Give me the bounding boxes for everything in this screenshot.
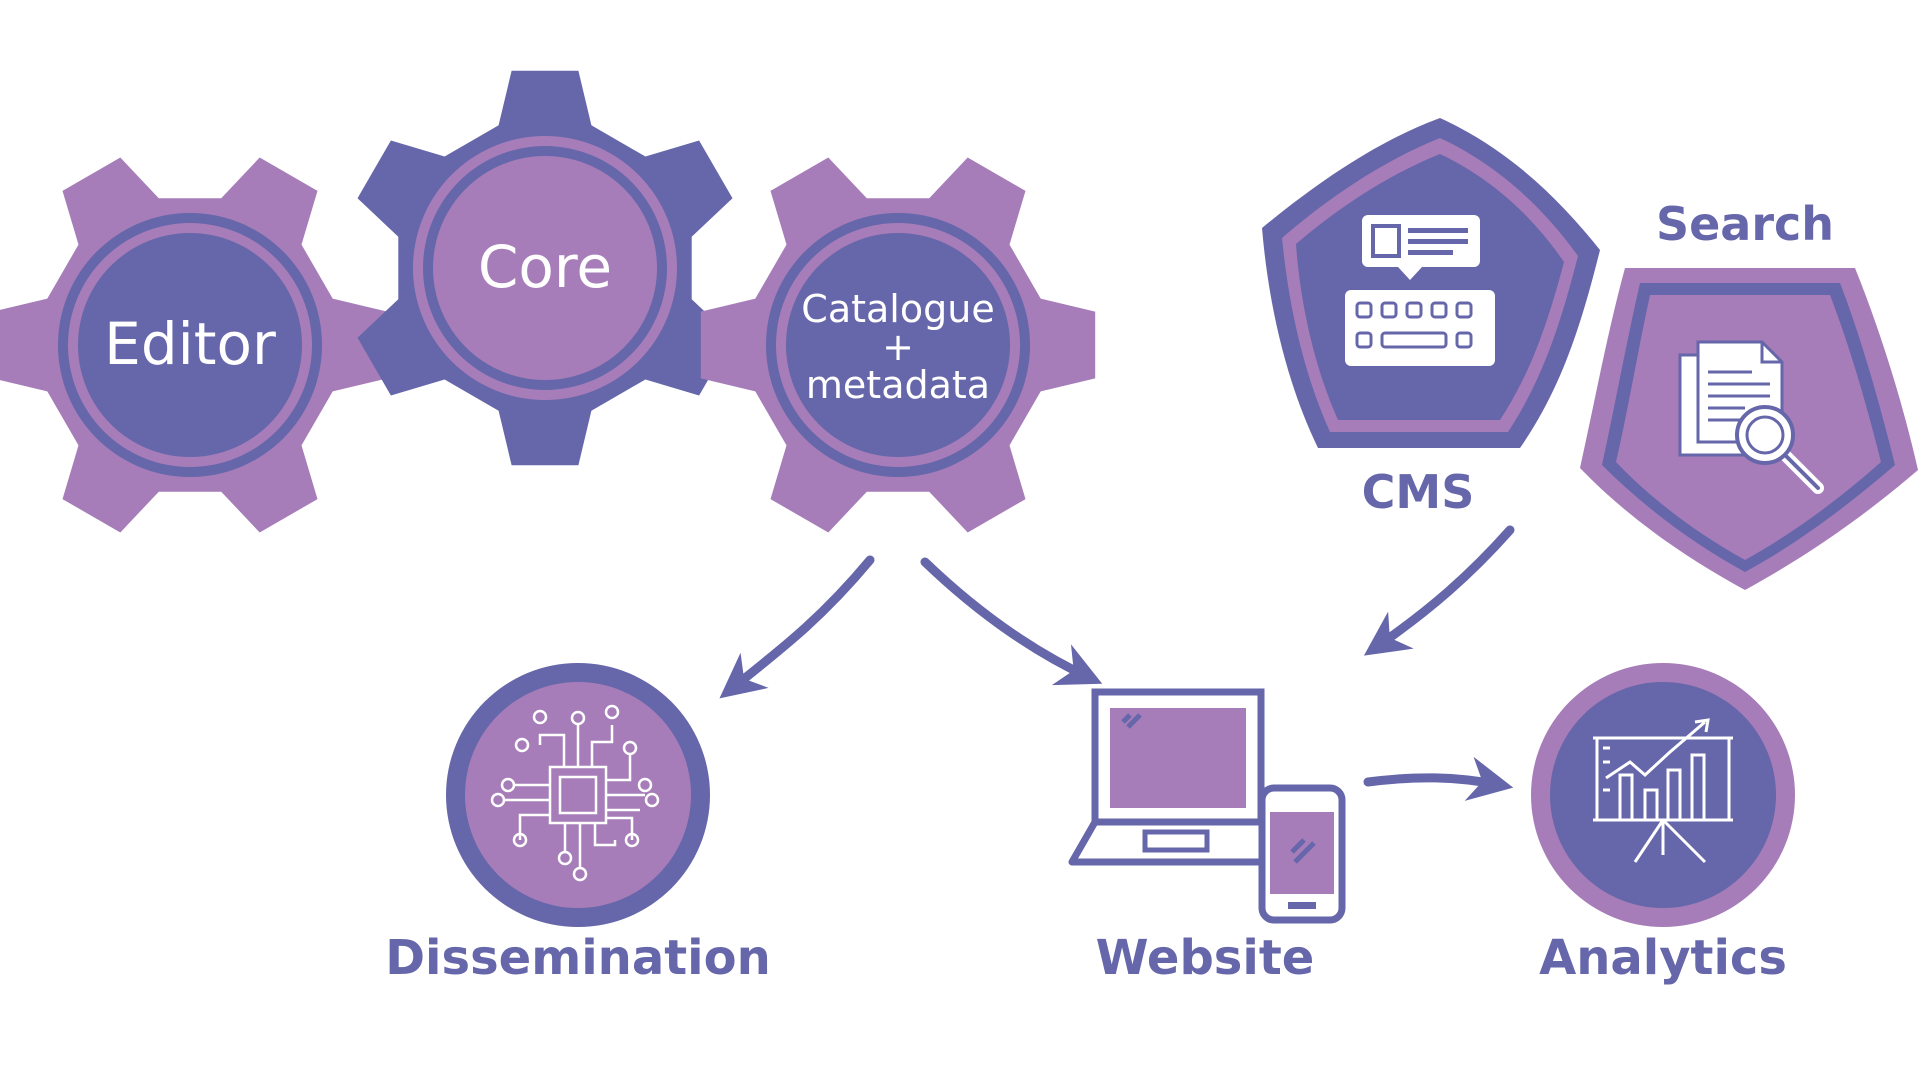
- editor-gear: [0, 157, 388, 533]
- search-shield: [1580, 268, 1918, 590]
- arrow-catalogue-to-dissemination: [719, 555, 875, 699]
- dissemination-label: Dissemination: [385, 930, 771, 986]
- catalogue-line1: Catalogue: [801, 287, 995, 331]
- analytics-label: Analytics: [1539, 930, 1787, 986]
- document-magnifier-icon: [1678, 340, 1824, 494]
- arrow-catalogue-to-website: [920, 557, 1103, 686]
- dissemination-circle: [446, 663, 710, 927]
- core-label: Core: [477, 233, 613, 301]
- editor-label: Editor: [104, 310, 276, 378]
- arrow-website-to-analytics: [1363, 756, 1514, 801]
- catalogue-label: Catalogue + metadata: [778, 290, 1018, 404]
- circuit-chip-icon: [490, 704, 660, 882]
- laptop-phone-icon: [1068, 688, 1346, 924]
- catalogue-line3: metadata: [805, 363, 991, 407]
- cms-label: CMS: [1361, 465, 1475, 519]
- keyboard-screen-icon: [1345, 215, 1495, 366]
- cms-shield: [1262, 118, 1600, 448]
- website-label: Website: [1095, 930, 1315, 986]
- analytics-circle: [1531, 663, 1795, 927]
- catalogue-gear: [700, 157, 1096, 533]
- arrow-cms-to-website: [1363, 525, 1515, 656]
- core-gear: [357, 70, 733, 466]
- search-label: Search: [1655, 197, 1835, 251]
- presentation-chart-icon: [1593, 718, 1733, 864]
- catalogue-line2: +: [882, 325, 914, 369]
